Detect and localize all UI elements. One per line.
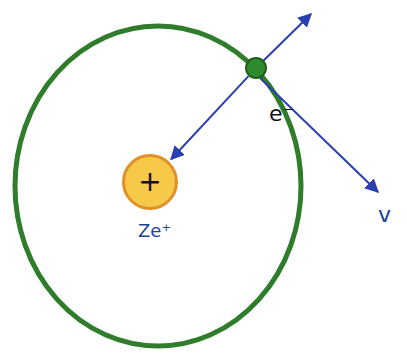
node-circle (124, 156, 177, 209)
nucleus: + (122, 154, 178, 210)
charge-sign: + (138, 168, 161, 196)
nucleus-charge: Ze⁺ (138, 222, 171, 240)
velocity-arrow (260, 78, 378, 192)
electron-label: e⁻ (269, 103, 294, 125)
node-outline (245, 57, 267, 79)
node-circle (246, 58, 266, 78)
force-arrow (171, 76, 248, 159)
outward-arrow (256, 14, 311, 68)
velocity-label: v (378, 204, 391, 226)
orbit (15, 26, 301, 346)
electron: e⁻ (245, 57, 267, 79)
